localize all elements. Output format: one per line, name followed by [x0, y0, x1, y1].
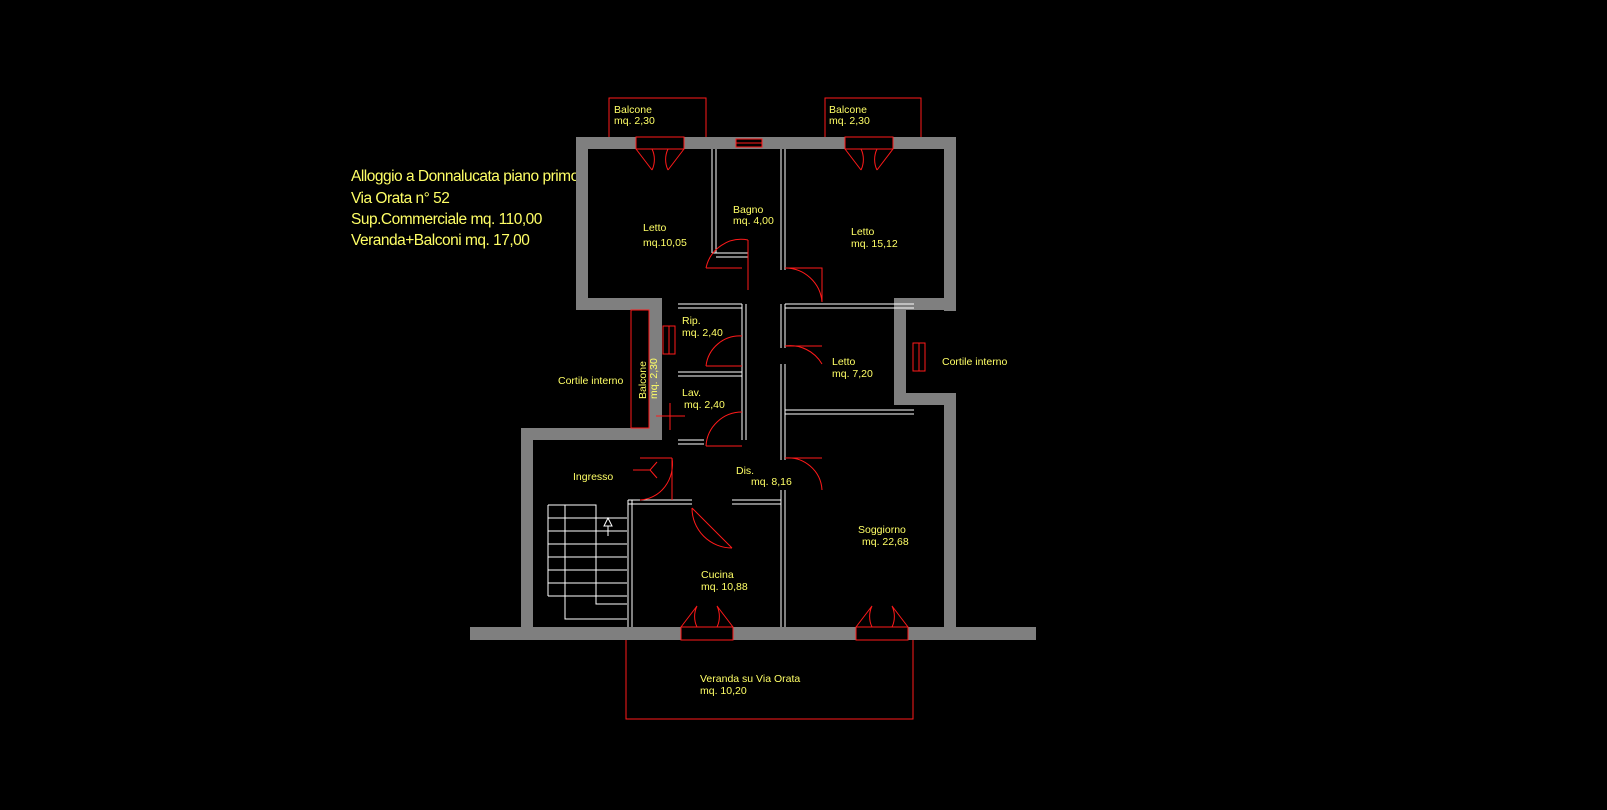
label-letto-3: Letto	[832, 356, 856, 368]
label-letto-2: Letto	[851, 226, 875, 238]
label-balcone-side-area: mq. 2,30	[648, 358, 660, 399]
label-cucina-area: mq. 10,88	[701, 581, 748, 593]
label-bagno: Bagno	[733, 204, 764, 216]
label-balcone-right-area: mq. 2,30	[829, 115, 870, 127]
plan-title: Alloggio a Donnalucata piano primo	[351, 168, 579, 185]
door-swings	[633, 148, 909, 628]
balcony-outlines	[608, 97, 922, 720]
label-balcone-left: Balcone	[614, 104, 652, 116]
label-soggiorno-area: mq. 22,68	[862, 536, 909, 548]
label-balcone-right: Balcone	[829, 104, 867, 116]
label-cortile-left: Cortile interno	[558, 375, 624, 387]
label-cucina: Cucina	[701, 569, 734, 581]
plan-commercial-area: Sup.Commerciale mq. 110,00	[351, 211, 542, 228]
label-cortile-right: Cortile interno	[942, 356, 1008, 368]
label-dis: Dis.	[736, 465, 754, 477]
label-balcone-side: Balcone	[637, 361, 649, 399]
label-veranda: Veranda su Via Orata	[700, 673, 800, 685]
windows	[635, 136, 926, 641]
label-letto-1-area: mq.10,05	[643, 237, 687, 249]
label-rip-area: mq. 2,40	[682, 327, 723, 339]
label-lav-area: mq. 2,40	[684, 399, 725, 411]
label-letto-3-area: mq. 7,20	[832, 368, 873, 380]
label-veranda-area: mq. 10,20	[700, 685, 747, 697]
label-lav: Lav.	[682, 387, 701, 399]
room-labels: Balcone mq. 2,30 Balcone mq. 2,30 Letto …	[558, 104, 1008, 697]
label-bagno-area: mq. 4,00	[733, 215, 774, 227]
staircase	[547, 504, 627, 620]
label-ingresso: Ingresso	[573, 471, 613, 483]
plan-veranda-area: Veranda+Balconi mq. 17,00	[351, 232, 530, 249]
label-dis-area: mq. 8,16	[751, 476, 792, 488]
label-letto-2-area: mq. 15,12	[851, 238, 898, 250]
label-balcone-left-area: mq. 2,30	[614, 115, 655, 127]
label-rip: Rip.	[682, 315, 701, 327]
label-soggiorno: Soggiorno	[858, 524, 906, 536]
interior-partitions	[627, 149, 914, 627]
label-letto-1: Letto	[643, 222, 667, 234]
plan-address: Via Orata n° 52	[351, 190, 450, 207]
